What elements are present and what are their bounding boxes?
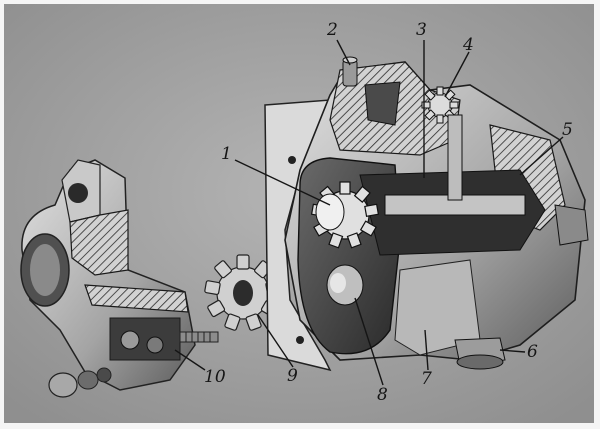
callout-1: 1 — [221, 144, 232, 164]
callout-5: 5 — [562, 120, 573, 140]
callout-7: 7 — [421, 369, 432, 389]
callout-8: 8 — [377, 385, 388, 405]
callout-10: 10 — [204, 367, 226, 387]
callout-3: 3 — [416, 20, 427, 40]
callout-9: 9 — [287, 366, 298, 386]
pump-cover-part — [20, 159, 219, 398]
callout-2: 2 — [327, 20, 338, 40]
callout-6: 6 — [527, 342, 538, 362]
pump-housing — [264, 56, 589, 372]
leader-lines — [174, 39, 564, 386]
callout-4: 4 — [463, 35, 474, 55]
